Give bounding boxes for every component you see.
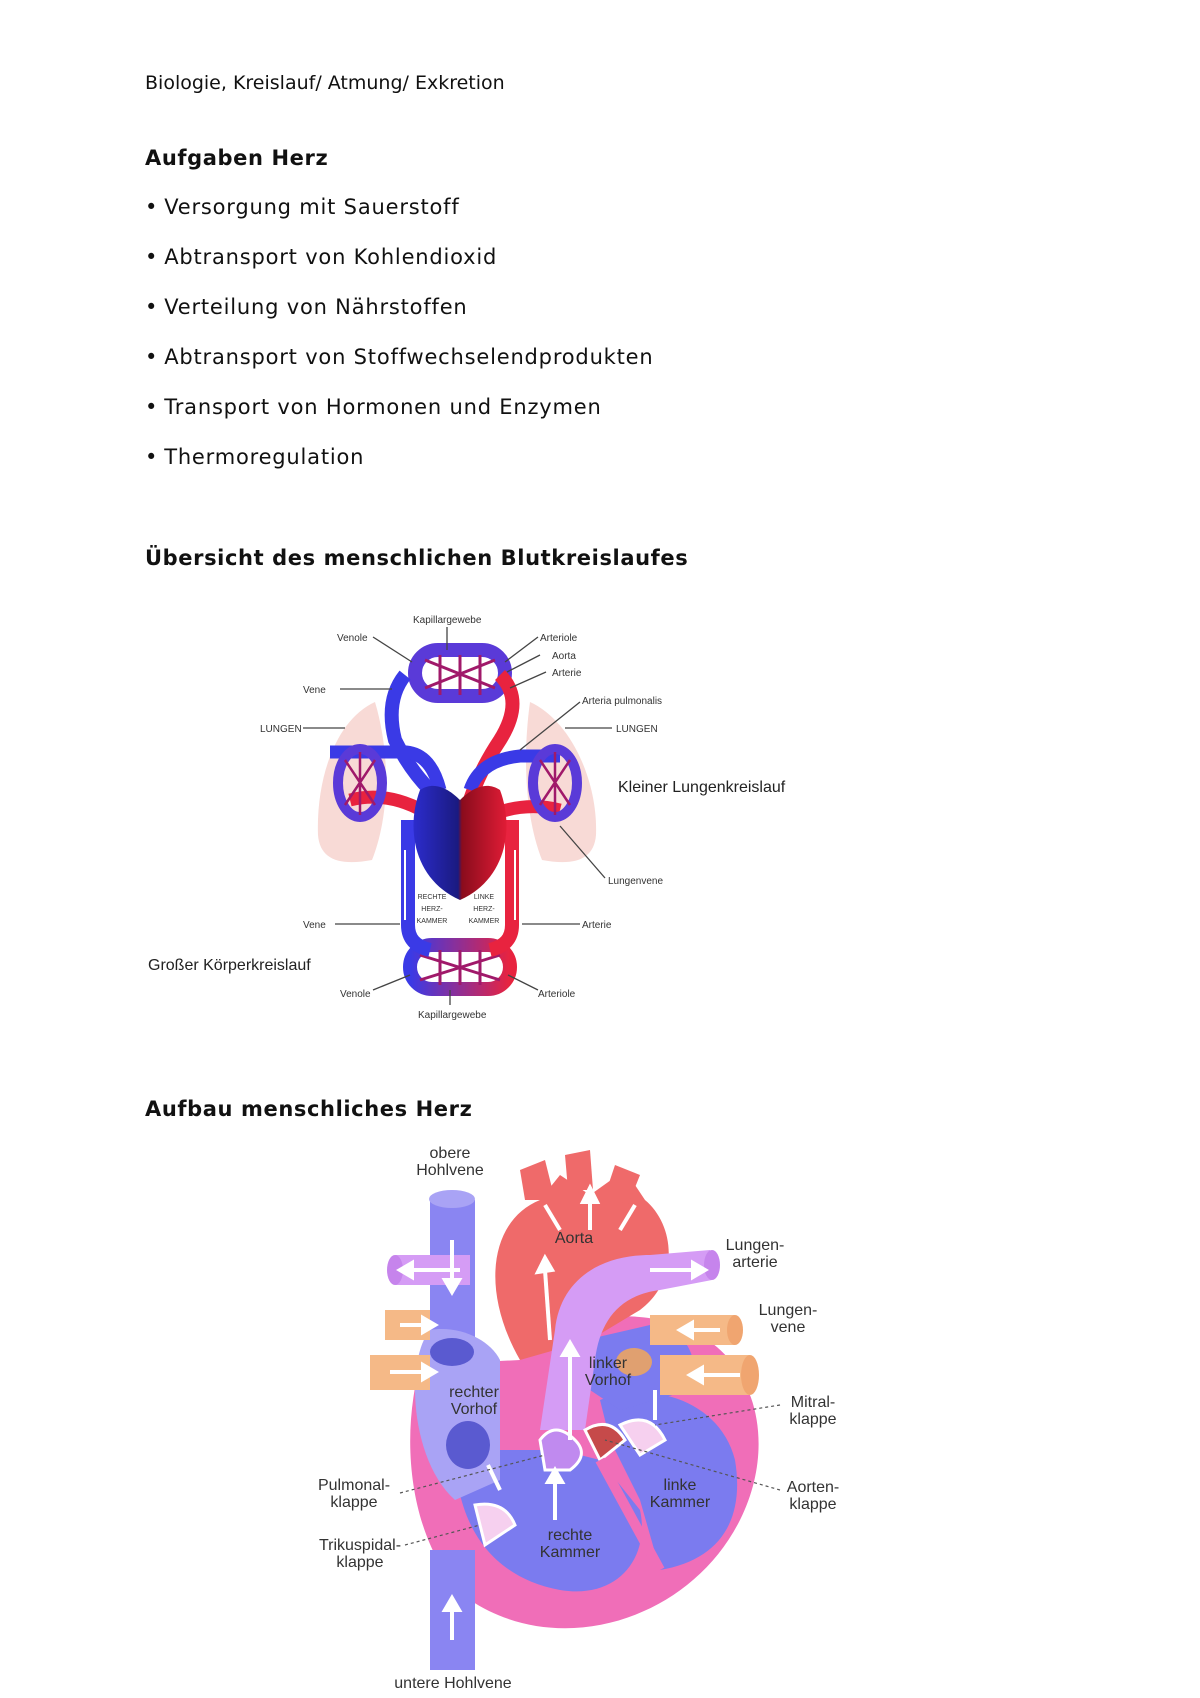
tasks-list: •Versorgung mit Sauerstoff •Abtransport …	[145, 192, 654, 492]
label-mitral-1: Mitral-	[791, 1394, 835, 1411]
heart-heading: Aufbau menschliches Herz	[145, 1097, 473, 1121]
label-kapillar-top: Kapillargewebe	[413, 615, 482, 626]
label-arterie-bottom: Arterie	[582, 920, 612, 931]
label-lungen-left: LUNGEN	[260, 724, 302, 735]
label-arteria-pulmonalis: Arteria pulmonalis	[582, 696, 662, 707]
label-rechte-2: HERZ-	[421, 906, 443, 913]
label-lungenvene: Lungenvene	[608, 876, 663, 887]
label-venole-bottom: Venole	[340, 989, 371, 1000]
label-lungenarterie-1: Lungen-	[726, 1237, 785, 1254]
label-aorten-2: klappe	[789, 1496, 836, 1513]
tasks-heading: Aufgaben Herz	[145, 146, 329, 170]
label-kleiner-lungenkreislauf: Kleiner Lungenkreislauf	[618, 779, 786, 796]
label-rechte-3: KAMMER	[417, 918, 448, 925]
label-linker-2: Vorhof	[585, 1372, 632, 1389]
list-item: •Versorgung mit Sauerstoff	[145, 195, 460, 219]
superior-vena-cava-top	[429, 1190, 475, 1208]
label-obere-2: Hohlvene	[416, 1162, 484, 1179]
label-obere-1: obere	[430, 1145, 471, 1162]
pulmonary-artery-shape	[540, 1250, 712, 1430]
label-rechter-1: rechter	[449, 1384, 499, 1401]
label-aorten-1: Aorten-	[787, 1479, 839, 1496]
left-lung-capillary	[333, 744, 387, 822]
label-aorta: Aorta	[555, 1230, 593, 1247]
vena-cava-opening	[430, 1338, 474, 1366]
label-grosser-koerperkreislauf: Großer Körperkreislauf	[148, 957, 311, 974]
right-ventricle-shape	[455, 1450, 642, 1592]
label-pulmonal-1: Pulmonal-	[318, 1477, 390, 1494]
label-arteriole-top: Arteriole	[540, 633, 578, 644]
label-vene-bottom: Vene	[303, 920, 326, 931]
label-mitral-2: klappe	[789, 1411, 836, 1428]
heart-shape	[413, 785, 507, 900]
mitral-valve	[617, 1418, 667, 1458]
label-venole-top: Venole	[337, 633, 368, 644]
label-trikus-1: Trikuspidal-	[319, 1537, 401, 1554]
right-lung-shape	[526, 702, 597, 863]
label-linke-2: HERZ-	[473, 906, 495, 913]
atrial-opening	[446, 1421, 490, 1469]
document-header: Biologie, Kreislauf/ Atmung/ Exkretion	[145, 72, 505, 94]
label-lungenvene-2: vene	[771, 1319, 806, 1336]
label-trikus-2: klappe	[336, 1554, 383, 1571]
tricuspid-valve	[473, 1502, 517, 1548]
label-lungenvene-1: Lungen-	[759, 1302, 818, 1319]
label-lungenarterie-2: arterie	[732, 1254, 777, 1271]
label-linker-1: linker	[589, 1355, 628, 1372]
label-rechte-1: rechte	[548, 1527, 593, 1544]
label-arterie-top: Arterie	[552, 668, 582, 679]
label-rechter-2: Vorhof	[451, 1401, 498, 1418]
right-lung-capillary	[528, 744, 582, 822]
list-item: •Thermoregulation	[145, 445, 365, 469]
list-item: •Transport von Hormonen und Enzymen	[145, 395, 602, 419]
label-rechte-2: Kammer	[540, 1544, 601, 1561]
aortic-valve	[583, 1422, 627, 1463]
label-untere-hohlvene: untere Hohlvene	[394, 1675, 512, 1692]
label-lungen-right: LUNGEN	[616, 724, 658, 735]
label-aorta: Aorta	[552, 651, 576, 662]
list-item: •Verteilung von Nährstoffen	[145, 295, 468, 319]
bottom-capillary	[403, 938, 517, 996]
label-linke-1: linke	[664, 1477, 697, 1494]
label-linke-1: LINKE	[474, 894, 495, 901]
list-item: •Abtransport von Stoffwechselendprodukte…	[145, 345, 654, 369]
list-item: •Abtransport von Kohlendioxid	[145, 245, 498, 269]
label-rechte-1: RECHTE	[418, 894, 447, 901]
left-lung-shape	[317, 702, 387, 863]
label-linke-3: KAMMER	[469, 918, 500, 925]
circulation-heading: Übersicht des menschlichen Blutkreislauf…	[145, 546, 689, 570]
label-arteriole-bottom: Arteriole	[538, 989, 576, 1000]
label-pulmonal-2: klappe	[330, 1494, 377, 1511]
label-vene-top: Vene	[303, 685, 326, 696]
label-linke-2: Kammer	[650, 1494, 711, 1511]
label-kapillar-bottom: Kapillargewebe	[418, 1010, 487, 1021]
